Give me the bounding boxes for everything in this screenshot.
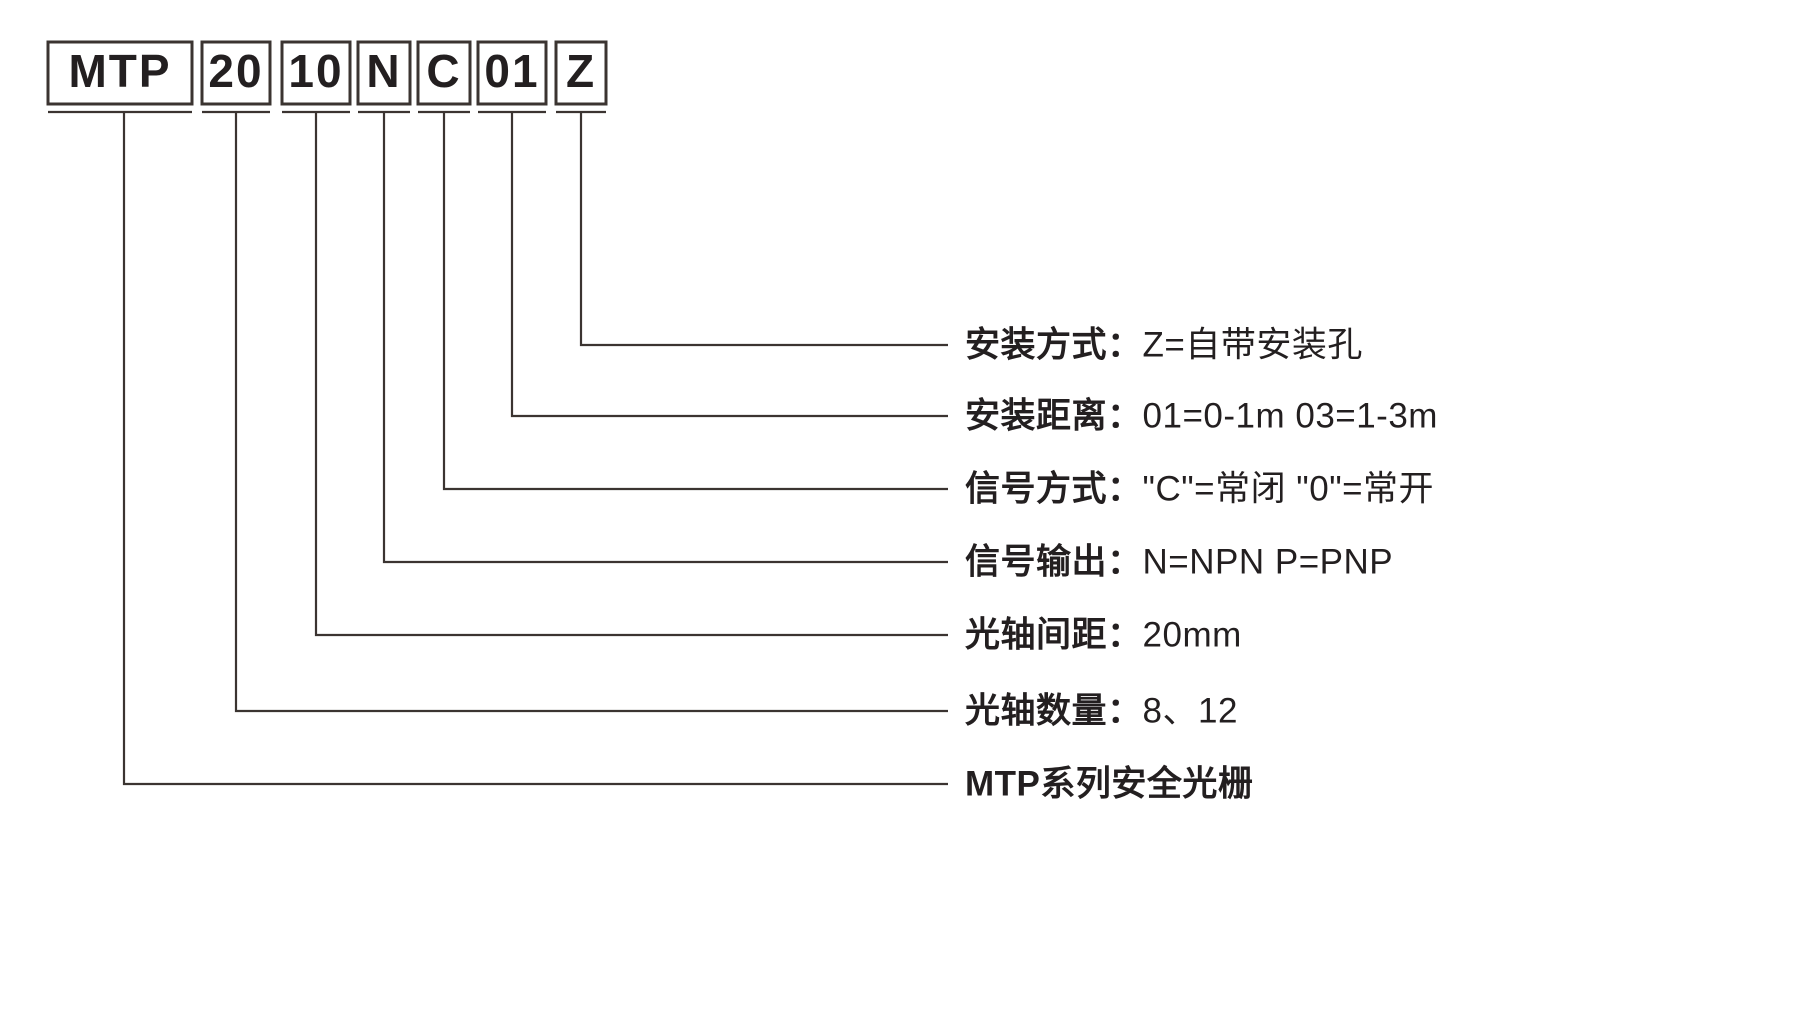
code-box-mounting-type: Z <box>554 40 608 106</box>
label-row-mounting-distance: 安装距离：01=0-1m 03=1-3m <box>965 399 1438 434</box>
label-key-series: MTP系列安全光栅 <box>965 764 1254 804</box>
leader-mounting-type <box>579 112 948 347</box>
label-key-mounting-type: 安装方式： <box>965 325 1143 365</box>
label-row-signal-output: 信号输出：N=NPN P=PNP <box>965 545 1393 580</box>
code-box-mounting-distance-text: 01 <box>484 45 539 97</box>
label-key-beam-count: 光轴数量： <box>965 691 1143 731</box>
code-box-signal-output-text: N <box>366 45 401 97</box>
label-value-mounting-distance: 01=0-1m 03=1-3m <box>1142 396 1438 436</box>
leader-signal-output <box>382 112 948 564</box>
code-box-signal-method: C <box>416 40 472 106</box>
label-value-signal-output: N=NPN P=PNP <box>1142 542 1394 582</box>
leader-signal-method <box>442 112 948 491</box>
label-row-series: MTP系列安全光栅 <box>965 767 1253 802</box>
label-value-mounting-type: Z=自带安装孔 <box>1142 325 1363 365</box>
label-key-mounting-distance: 安装距离： <box>965 396 1143 436</box>
code-box-signal-method-text: C <box>426 45 461 97</box>
label-key-beam-spacing: 光轴间距： <box>965 615 1143 655</box>
leader-mounting-distance <box>510 112 948 418</box>
label-row-signal-method: 信号方式："C"=常闭 "0"=常开 <box>965 472 1434 507</box>
code-box-series: MTP <box>46 40 194 106</box>
code-box-beam-spacing-text: 10 <box>288 45 343 97</box>
leader-beam-count <box>234 112 948 713</box>
label-row-mounting-type: 安装方式：Z=自带安装孔 <box>965 328 1363 363</box>
code-box-series-text: MTP <box>68 45 171 97</box>
label-value-beam-count: 8、12 <box>1142 691 1238 731</box>
code-box-mounting-type-text: Z <box>566 45 596 97</box>
label-row-beam-spacing: 光轴间距：20mm <box>965 618 1242 653</box>
code-box-beam-spacing: 10 <box>280 40 352 106</box>
leader-series <box>122 112 948 786</box>
label-value-signal-method: "C"=常闭 "0"=常开 <box>1142 469 1435 509</box>
leader-beam-spacing <box>314 112 948 637</box>
code-box-signal-output: N <box>356 40 412 106</box>
label-row-beam-count: 光轴数量：8、12 <box>965 694 1238 729</box>
label-key-signal-method: 信号方式： <box>965 469 1143 509</box>
code-box-beam-count-text: 20 <box>208 45 263 97</box>
code-box-mounting-distance: 01 <box>476 40 548 106</box>
code-box-beam-count: 20 <box>200 40 272 106</box>
label-value-beam-spacing: 20mm <box>1142 615 1242 655</box>
label-key-signal-output: 信号输出： <box>965 542 1143 582</box>
